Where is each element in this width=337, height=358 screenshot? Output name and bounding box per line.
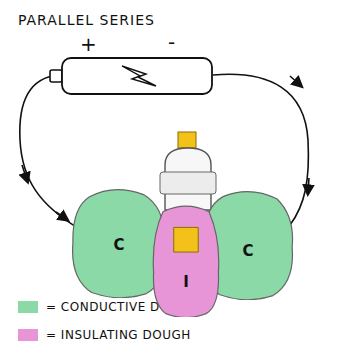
dough-blob: I [150,205,222,317]
lightning-symbol [122,66,156,86]
arrowhead [56,212,66,219]
battery-terminal [50,70,62,82]
blob-outline [150,205,222,317]
led-leg [178,132,196,148]
led-rim [160,172,216,194]
wire [20,75,78,228]
dough-letter: C [113,236,124,298]
terminal-sign: + [80,32,97,56]
dough-letter: C [242,242,253,300]
title: PARALLEL SERIES [18,12,155,28]
legend-swatch [18,301,38,313]
terminal-sign: - [168,30,175,54]
arrowhead [22,165,27,180]
legend-swatch [18,329,38,341]
legend-row: = INSULATING DOUGH [18,328,191,342]
battery-body [62,58,212,94]
arrowhead [308,178,309,192]
arrowhead [290,76,300,85]
legend-text: = INSULATING DOUGH [46,328,191,342]
dough-letter: I [183,273,189,317]
